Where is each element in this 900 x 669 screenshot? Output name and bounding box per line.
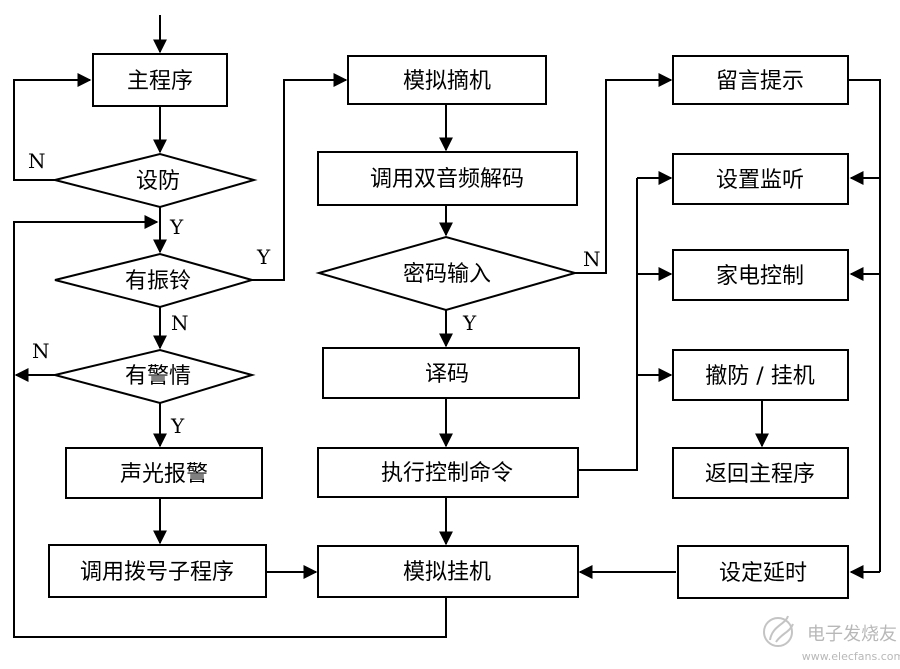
node-sim-offhook: 模拟摘机 [347, 55, 547, 105]
node-return-main-label: 返回主程序 [705, 462, 815, 487]
edge-label-arm-no: N [28, 149, 46, 173]
node-appliance-label: 家电控制 [716, 264, 804, 289]
arrow-password-no-to-message [575, 73, 673, 274]
node-appliance: 家电控制 [672, 249, 849, 301]
watermark-text: 电子发烧友 [807, 624, 897, 645]
node-monitor-label: 设置监听 [716, 168, 804, 193]
node-sound-light-label: 声光报警 [120, 462, 208, 487]
edge-label-ring-yes: Y [256, 245, 271, 269]
node-main-program: 主程序 [92, 53, 228, 107]
node-ring-label: 有振铃 [125, 269, 191, 294]
node-dtmf-decode-label: 调用双音频解码 [370, 167, 524, 192]
watermark-url: www.elecfans.com [802, 650, 900, 663]
node-alarm-label: 有警情 [125, 364, 191, 389]
node-message-label: 留言提示 [716, 69, 804, 94]
arrow-ring-yes-to-offhook [252, 73, 348, 281]
arrow-arm-no-loop [13, 73, 92, 181]
node-password-decision: 密码输入 [315, 235, 579, 312]
node-alarm-decision: 有警情 [54, 348, 256, 405]
edge-label-arm-yes: Y [169, 215, 184, 239]
node-decode-label: 译码 [425, 362, 469, 387]
node-sim-hangup-label: 模拟挂机 [403, 560, 491, 585]
edge-label-alarm-yes: Y [170, 414, 185, 438]
node-sim-offhook-label: 模拟摘机 [403, 69, 491, 94]
line-exec-to-bus [578, 178, 638, 471]
node-password-label: 密码输入 [403, 262, 491, 287]
line-right-bus [848, 79, 881, 572]
arrow-hangup-loop-back [13, 215, 447, 638]
node-dtmf-decode: 调用双音频解码 [317, 151, 578, 206]
node-message: 留言提示 [672, 55, 849, 105]
connectors [13, 15, 881, 638]
node-set-delay-label: 设定延时 [719, 561, 807, 586]
node-decode: 译码 [322, 347, 580, 399]
node-monitor: 设置监听 [672, 153, 849, 205]
edge-label-alarm-no: N [32, 339, 50, 363]
node-sound-light-alarm: 声光报警 [65, 447, 263, 499]
node-dial-subroutine: 调用拨号子程序 [48, 544, 267, 598]
node-arm-label: 设防 [136, 169, 180, 194]
node-ring-decision: 有振铃 [54, 252, 256, 309]
node-sim-hangup: 模拟挂机 [317, 545, 579, 598]
watermark: 电子发烧友 www.elecfans.com [763, 615, 900, 663]
node-return-main: 返回主程序 [672, 447, 849, 499]
node-exec-cmd-label: 执行控制命令 [381, 461, 513, 486]
edge-label-password-no: N [583, 247, 601, 271]
edge-label-password-yes: Y [462, 311, 477, 335]
node-main-program-label: 主程序 [127, 69, 193, 94]
node-disarm-label: 撤防 / 挂机 [705, 364, 814, 389]
node-dial-sub-label: 调用拨号子程序 [80, 560, 234, 585]
node-disarm: 撤防 / 挂机 [672, 349, 849, 401]
watermark-logo-icon [763, 615, 794, 647]
node-exec-command: 执行控制命令 [317, 447, 579, 498]
edge-label-ring-no: N [171, 311, 189, 335]
node-arm-decision: 设防 [54, 152, 258, 209]
node-set-delay: 设定延时 [677, 545, 849, 599]
